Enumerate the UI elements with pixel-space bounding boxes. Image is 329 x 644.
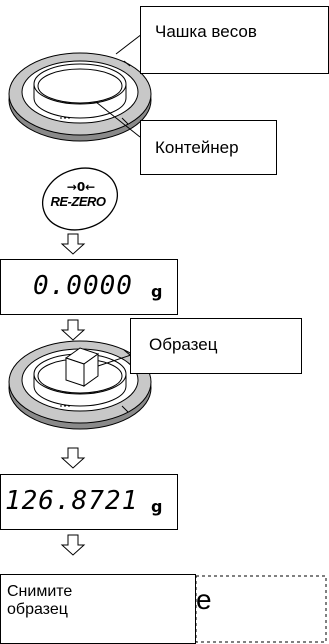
callout-remove-sample-text: Снимите образец: [7, 583, 73, 619]
callout-sample-text: Образец: [149, 335, 218, 354]
weight-display-sample-unit: g: [151, 497, 163, 516]
weight-display-sample-value: 126.8721: [5, 486, 139, 516]
rezero-button[interactable]: →0← RE-ZERO: [44, 174, 118, 224]
callout-remove-sample: Снимите образец: [0, 574, 196, 644]
dashed-placeholder-box: [195, 575, 327, 643]
arrow-down-2: [60, 319, 86, 341]
weight-display-zero: 0.0000 g: [0, 259, 178, 315]
sample-cube-icon: [64, 347, 100, 387]
rezero-label: RE-ZERO: [50, 194, 107, 209]
weight-display-zero-unit: g: [151, 282, 163, 301]
obscured-text-fragment: е: [196, 584, 212, 615]
callout-container-text: Контейнер: [155, 138, 239, 157]
callout-pan-text: Чашка весов: [155, 22, 257, 41]
arrow-down-4: [60, 534, 86, 556]
callout-sample: Образец: [130, 318, 302, 374]
rezero-symbol: →0←: [66, 180, 96, 194]
weight-display-sample: 126.8721 g: [0, 474, 178, 530]
callout-container: Контейнер: [140, 120, 277, 175]
arrow-down-1: [60, 233, 86, 255]
callout-pan: Чашка весов: [140, 6, 329, 74]
weight-display-zero-value: 0.0000: [33, 271, 133, 301]
pan-illustration-top: [8, 33, 152, 142]
arrow-down-3: [60, 447, 86, 469]
